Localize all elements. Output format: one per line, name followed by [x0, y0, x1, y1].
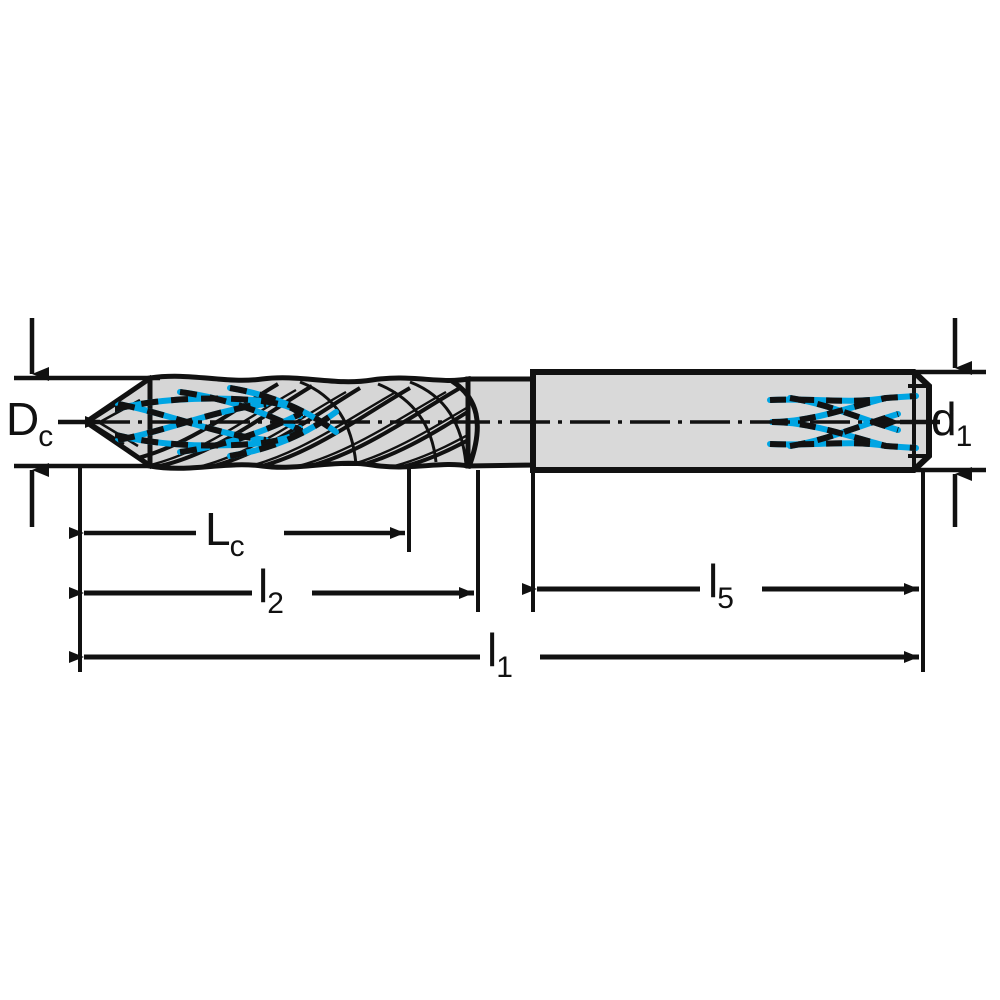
dimension-label-d1-subscript: 1 — [955, 420, 973, 453]
dimension-label-l2: l2 — [258, 560, 285, 619]
dimension-label-dc: Dc — [6, 393, 54, 452]
dimension-label-l1: l1 — [487, 624, 514, 683]
dimension-label-dc-base: D — [6, 393, 40, 445]
dimension-label-l5-subscript: 5 — [717, 582, 734, 615]
flute-gash-shading — [299, 380, 468, 465]
coolant-channel-flute-outline — [115, 385, 338, 459]
dimension-label-l5: l5 — [708, 555, 735, 614]
dimension-label-l2-base: l — [258, 560, 269, 612]
dimension-label-lc: Lc — [205, 503, 246, 562]
flute-runout-curve — [450, 378, 480, 465]
dimension-label-l1-subscript: 1 — [496, 651, 513, 684]
dimension-label-l1-base: l — [487, 624, 498, 676]
dimension-label-lc-base: L — [205, 503, 231, 555]
dimension-lines-group — [14, 318, 986, 672]
dimension-label-l2-subscript: 2 — [267, 587, 284, 620]
dimension-label-d1: d1 — [931, 393, 973, 452]
dimension-label-d1-base: d — [931, 393, 957, 445]
dimension-label-l5-base: l — [708, 555, 719, 607]
dimension-label-lc-subscript: c — [229, 530, 245, 563]
tip-cone-edges — [84, 374, 154, 470]
dimension-label-dc-subscript: c — [38, 420, 54, 453]
drill-body-group — [84, 369, 940, 473]
